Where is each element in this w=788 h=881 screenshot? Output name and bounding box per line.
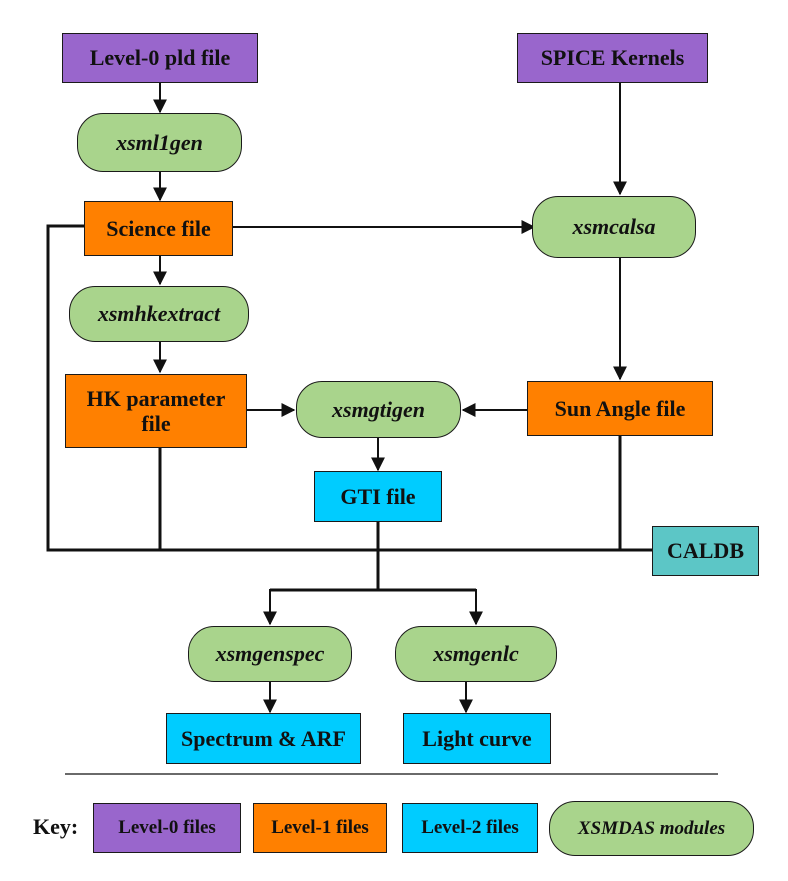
key-label: Key: — [33, 814, 79, 839]
caldb-bus-line — [46, 224, 652, 552]
key-level2-files: Level-2 files — [402, 803, 538, 853]
science-file-node: Science file — [84, 201, 233, 256]
key-level0-files: Level-0 files — [93, 803, 241, 853]
level0-pld-file-node: Level-0 pld file — [62, 33, 258, 83]
sun-angle-file-node: Sun Angle file — [527, 381, 713, 436]
xsml1gen-module: xsml1gen — [77, 113, 242, 172]
spice-kernels-node: SPICE Kernels — [517, 33, 708, 83]
xsmgtigen-module: xsmgtigen — [296, 381, 461, 438]
xsmgenspec-module: xsmgenspec — [188, 626, 352, 682]
xsmgenlc-module: xsmgenlc — [395, 626, 557, 682]
xsmcalsa-module: xsmcalsa — [532, 196, 696, 258]
xsmhkextract-module: xsmhkextract — [69, 286, 249, 342]
caldb-node: CALDB — [652, 526, 759, 576]
key-xsmdas-modules: XSMDAS modules — [549, 801, 754, 856]
spectrum-arf-node: Spectrum & ARF — [166, 713, 361, 764]
key-level1-files: Level-1 files — [253, 803, 387, 853]
hk-parameter-file-node: HK parameter file — [65, 374, 247, 448]
gti-file-node: GTI file — [314, 471, 442, 522]
light-curve-node: Light curve — [403, 713, 551, 764]
